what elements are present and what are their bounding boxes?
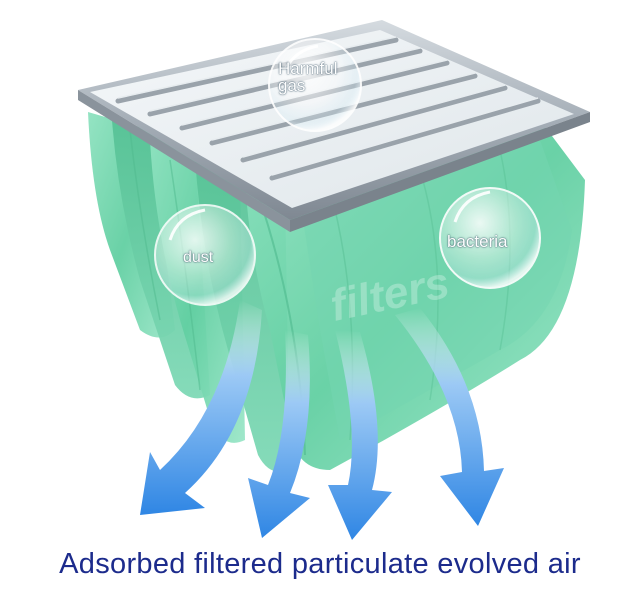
bag-filter-illustration (78, 20, 590, 540)
bubble-bacteria (439, 187, 541, 289)
airflow-arrows (140, 300, 504, 540)
bubble-harmful-gas (268, 38, 362, 132)
caption-text: Adsorbed filtered particulate evolved ai… (59, 548, 581, 580)
bubble-dust (154, 204, 256, 306)
